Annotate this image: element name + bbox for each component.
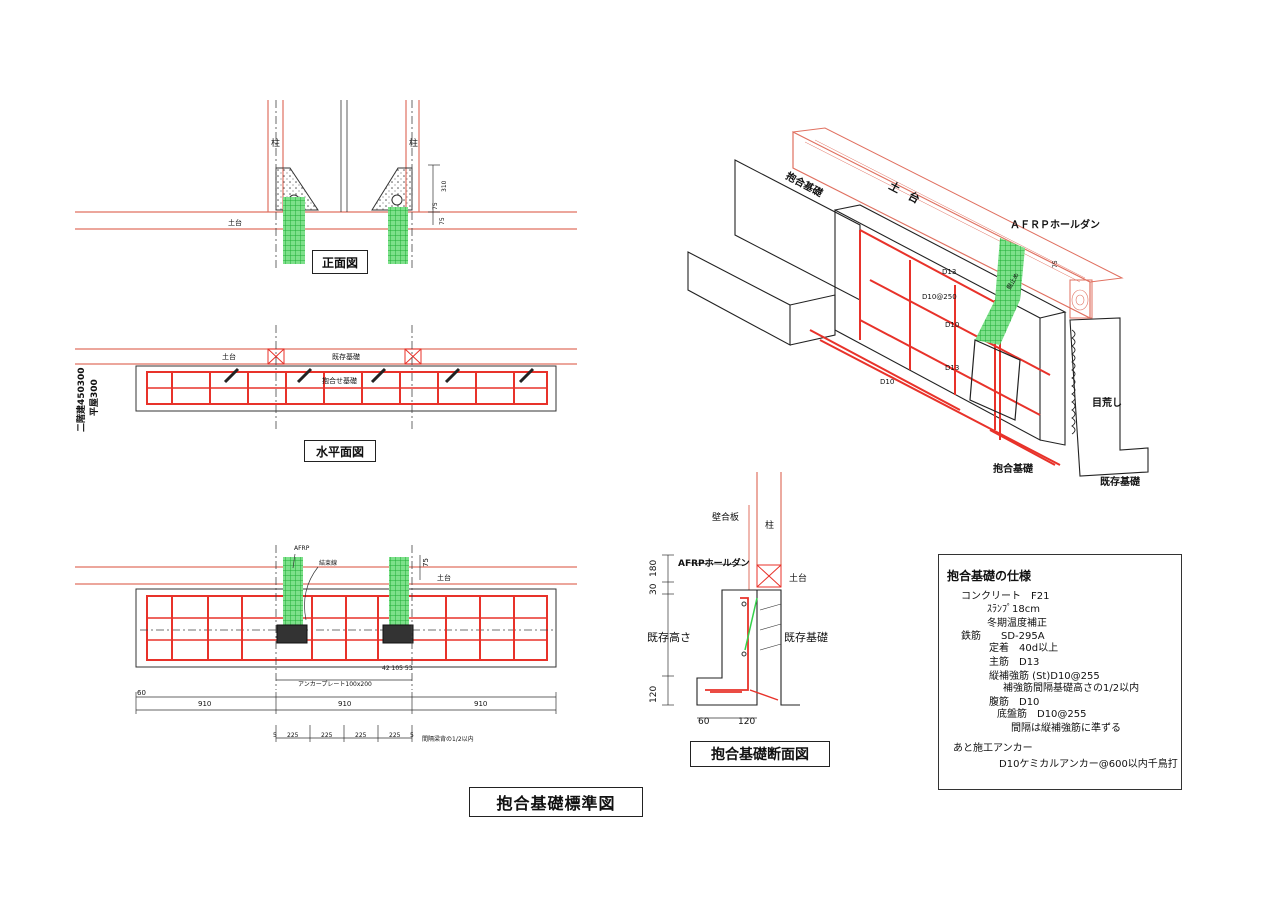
elev-spacing-5a: 5 [273, 732, 277, 739]
sec-holdown: AFRPホールダン [678, 557, 750, 569]
elev-dim-910-b: 910 [338, 700, 351, 708]
spec-line: コンクリート F21 [961, 591, 1050, 602]
spec-line: ｽﾗﾝﾌﾟ18cm [987, 604, 1040, 615]
iso-d10-250: D10@250 [922, 293, 957, 301]
elev-dim-75: 75 [422, 558, 430, 567]
iso-d10a: D10 [945, 321, 959, 329]
spec-line: 底盤筋 D10@255 [997, 709, 1087, 720]
elev-dim-910-a: 910 [198, 700, 211, 708]
iso-sill-label: 土 台 [887, 178, 923, 206]
elev-afrp-label: AFRP [294, 545, 310, 552]
spec-line: D10ケミカルアンカー@600以内千鳥打 [999, 759, 1178, 770]
sec-col: 柱 [765, 519, 774, 531]
sec-dim-180: 180 [649, 560, 659, 577]
front-col-right: 柱 [409, 137, 418, 149]
spec-line: 鉄筋 SD-295A [961, 631, 1045, 642]
front-sill-label: 土台 [228, 218, 242, 227]
spec-line: 縦補強筋 (St)D10@255 [989, 671, 1100, 682]
iso-holdown-label: ＡＦＲＰホールダン [1010, 218, 1100, 231]
elev-tie-label: 結束線 [319, 559, 337, 567]
front-col-left: 柱 [271, 137, 280, 149]
section-view: 壁合板 柱 AFRPホールダン 土台 既存高さ 既存基礎 180 30 120 … [647, 472, 828, 727]
elev-spacing-d: 225 [389, 732, 401, 739]
sec-sill: 土台 [789, 572, 807, 584]
iso-d10b: D10 [880, 378, 894, 386]
front-dim-75a: 75 [432, 202, 439, 210]
main-title: 抱合基礎標準図 [469, 787, 643, 817]
iso-existing-bottom: 既存基礎 [1100, 475, 1141, 488]
spec-title: 抱合基礎の仕様 [947, 569, 1032, 583]
elev-dims-small: 42 105 53 [382, 665, 413, 672]
sec-existing-height: 既存高さ [647, 630, 691, 644]
plan-view: 土台 既存基礎 抱合せ基礎 二階建450300 平屋300 [75, 325, 577, 432]
iso-dim-75: 75 [1052, 260, 1059, 268]
front-view: 柱 柱 土台 310 75 75 [75, 100, 577, 268]
iso-d13a: D13 [942, 268, 956, 276]
spec-line: 主筋 D13 [989, 657, 1040, 668]
plan-sill-label: 土台 [222, 352, 236, 361]
front-view-title: 正面図 [312, 250, 368, 274]
elev-spacing-b: 225 [321, 732, 333, 739]
section-view-title: 抱合基礎断面図 [690, 741, 830, 767]
elev-spacing-5b: 5 [410, 732, 414, 739]
spec-line: 腹筋 D10 [989, 697, 1040, 708]
plan-side-dims2: 平屋300 [89, 379, 100, 416]
elev-anchor-plate: アンカープレート100x200 [298, 681, 372, 688]
isometric-view: 土 台 抱合基礎 ＡＦＲＰホールダン 75 D13 D10@250 D10 D1… [687, 127, 1149, 488]
spec-line: 間隔は縦補強筋に準ずる [1011, 723, 1121, 734]
elev-dim-60: 60 [137, 689, 146, 697]
elevation-view: AFRP 結束線 土台 75 42 105 53 アンカープレート100x200… [75, 545, 577, 743]
sec-dim-30: 30 [649, 583, 659, 595]
elev-spacing-c: 225 [355, 732, 367, 739]
iso-new-found-bottom: 抱合基礎 [993, 462, 1034, 475]
iso-rough-label: 目荒し [1092, 396, 1122, 409]
sec-existing: 既存基礎 [784, 630, 828, 644]
spec-line: 補強筋間隔基礎高さの1/2以内 [1003, 683, 1140, 694]
plan-view-title: 水平面図 [304, 440, 376, 462]
spec-line: あと施工アンカー [953, 743, 1033, 754]
spec-box: 抱合基礎の仕様 コンクリート F21 ｽﾗﾝﾌﾟ18cm 冬期温度補正 鉄筋 S… [938, 554, 1182, 790]
front-dim-75b: 75 [439, 217, 446, 225]
sec-dim-60: 60 [698, 717, 710, 727]
front-dim-310: 310 [441, 180, 448, 192]
sec-dim-120: 120 [649, 686, 659, 703]
plan-side-dims: 二階建450300 [75, 367, 87, 432]
plan-new-found-label: 抱合せ基礎 [322, 376, 357, 385]
elev-spacing-note: 間隔梁背の1/2以内 [422, 735, 474, 743]
spec-line: 冬期温度補正 [987, 618, 1047, 629]
plan-existing-label: 既存基礎 [332, 352, 360, 361]
spec-line: 定着 40d以上 [989, 643, 1059, 654]
iso-d13b: D13 [945, 364, 959, 372]
elev-sill-label: 土台 [437, 573, 451, 582]
elev-spacing-a: 225 [287, 732, 299, 739]
sec-dim-120b: 120 [738, 717, 755, 727]
sec-wall-board: 壁合板 [712, 511, 739, 523]
elev-dim-910-c: 910 [474, 700, 487, 708]
